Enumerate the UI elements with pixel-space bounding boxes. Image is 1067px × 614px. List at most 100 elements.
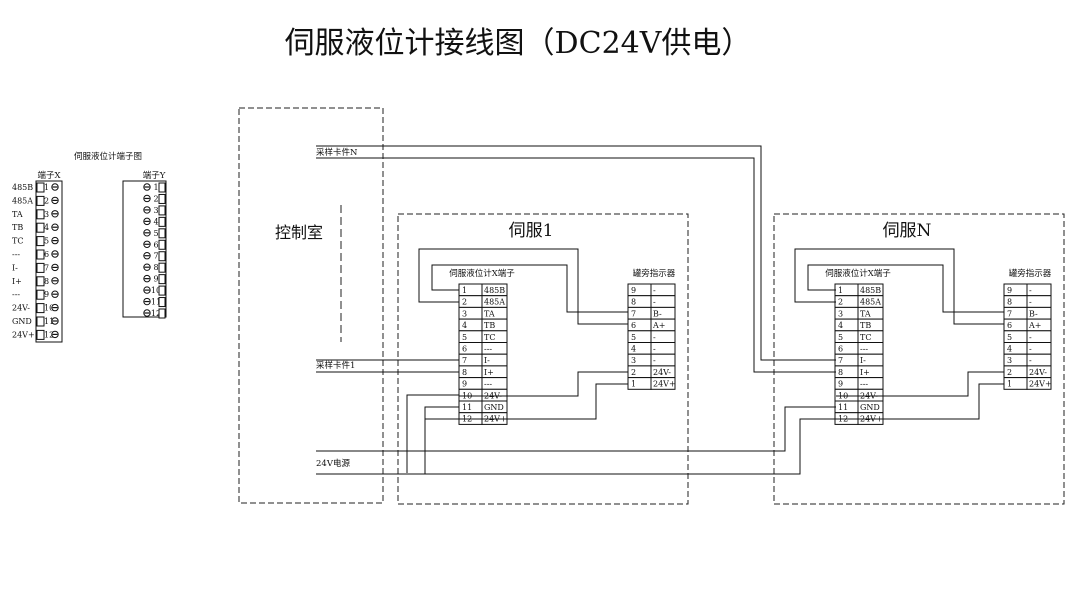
terminal-y-slot [158,274,166,285]
wire-sn-485b [807,264,1004,313]
terminal-y-slot [158,205,166,216]
terminal-y-number: 2 [153,194,158,203]
terminal-y-slot [158,262,166,273]
x-terminal-number: 11 [462,403,472,412]
x-terminal-signal: TC [484,333,495,342]
x-terminal-signal: TC [860,333,871,342]
servo-1-indicator-title: 罐旁指示器 [633,268,676,279]
indicator-number: 4 [631,345,636,354]
indicator-signal: - [1029,298,1032,307]
terminal-x-number: 9 [44,290,49,299]
wire-power-a [316,406,836,452]
indicator-number: 4 [1007,345,1012,354]
terminal-y-slot [158,228,166,239]
terminal-x-number: 12 [44,330,54,339]
indicator-number: 1 [631,380,636,389]
indicator-number: 7 [631,309,636,318]
x-terminal-signal: I+ [860,368,870,377]
terminal-x-label: GND [12,317,32,326]
wire-card-n-a [316,145,836,361]
wire-s1-24v-neg [406,394,459,473]
terminal-x-label: I+ [12,277,22,286]
indicator-number: 5 [631,333,636,342]
servo-n-indicator-title: 罐旁指示器 [1009,268,1052,279]
terminal-x-number: 10 [44,304,54,313]
wire-sn-485a [794,248,1004,325]
terminal-y-number: 6 [153,240,158,249]
terminal-y-slot [158,193,166,204]
x-terminal-number: 8 [462,368,467,377]
indicator-signal: 24V- [653,368,671,377]
terminal-x-label: 485B [12,183,33,192]
indicator-number: 7 [1007,309,1012,318]
terminal-y-number: 10 [151,286,161,295]
wire-power-b [316,418,836,475]
terminal-y-number: 8 [153,263,158,272]
indicator-number: 5 [1007,333,1012,342]
x-terminal-signal: TA [484,309,495,318]
terminal-y-slot [158,216,166,227]
page-title: 伺服液位计接线图（DC24V供电） [285,26,752,61]
terminal-x-slot [36,222,45,233]
control-room: 控制室 采样卡件N 采样卡件1 24V电源 [238,107,384,504]
indicator-name-cell [650,377,676,390]
card-1-label: 采样卡件1 [316,360,355,371]
x-terminal-signal: TB [484,321,495,330]
x-terminal-signal: GND [860,403,880,412]
terminal-y-slot [158,308,166,319]
terminal-y-number: 11 [151,298,161,307]
indicator-signal: - [653,345,656,354]
terminal-x-slot [36,236,45,247]
card-n-label: 采样卡件N [316,147,358,158]
control-room-box [238,107,384,504]
terminal-y-number: 5 [153,229,158,238]
terminal-x-slot [36,276,45,287]
terminal-x-slot [36,303,45,314]
indicator-signal: B- [653,309,662,318]
x-terminal-number: 4 [462,321,467,330]
terminal-x-slot [36,289,45,300]
indicator-number: 2 [1007,368,1012,377]
terminal-y-number: 12 [151,309,161,318]
x-terminal-signal: I- [484,356,490,365]
x-terminal-signal: --- [484,380,492,389]
wires [316,145,1004,475]
indicator-number: 1 [1007,380,1012,389]
x-terminal-signal: 485A [484,298,505,307]
x-terminal-number: 11 [838,403,848,412]
terminal-x-number: 2 [44,196,49,205]
terminal-x-label: TC [12,237,23,246]
indicator-signal: A+ [1028,321,1041,330]
terminal-x-number: 8 [44,277,49,286]
x-terminal-signal: I- [860,356,866,365]
terminal-y-strip [122,180,167,318]
control-room-label: 控制室 [275,223,323,242]
x-terminal-signal: --- [860,345,868,354]
terminal-x-label: --- [12,290,20,299]
x-terminal-signal: TB [860,321,871,330]
x-terminal-signal: --- [484,345,492,354]
terminal-y-number: 4 [153,217,158,226]
terminal-x-header: 端子X [37,170,61,181]
indicator-number: 3 [1007,356,1012,365]
indicator-signal: - [1029,345,1032,354]
terminal-x-number: 4 [44,223,49,232]
terminal-x-label: TB [12,223,23,232]
x-terminal-number: 5 [838,333,843,342]
x-terminal-number: 3 [462,309,467,318]
x-terminal-number: 5 [462,333,467,342]
x-terminal-number: 7 [838,356,843,365]
servo-n-box [773,213,1065,505]
terminal-x-slot [36,329,45,340]
terminal-x-label: 24V- [12,304,30,313]
x-terminal-number: 4 [838,321,843,330]
terminal-x-number: 6 [44,250,49,259]
indicator-number: 8 [1007,298,1012,307]
indicator-signal: A+ [652,321,665,330]
indicator-signal: - [1029,356,1032,365]
indicator-number: 6 [1007,321,1012,330]
indicator-signal: B- [1029,309,1038,318]
x-terminal-signal: GND [484,403,504,412]
terminal-x-slot [36,316,45,327]
terminal-y-number: 1 [153,183,158,192]
